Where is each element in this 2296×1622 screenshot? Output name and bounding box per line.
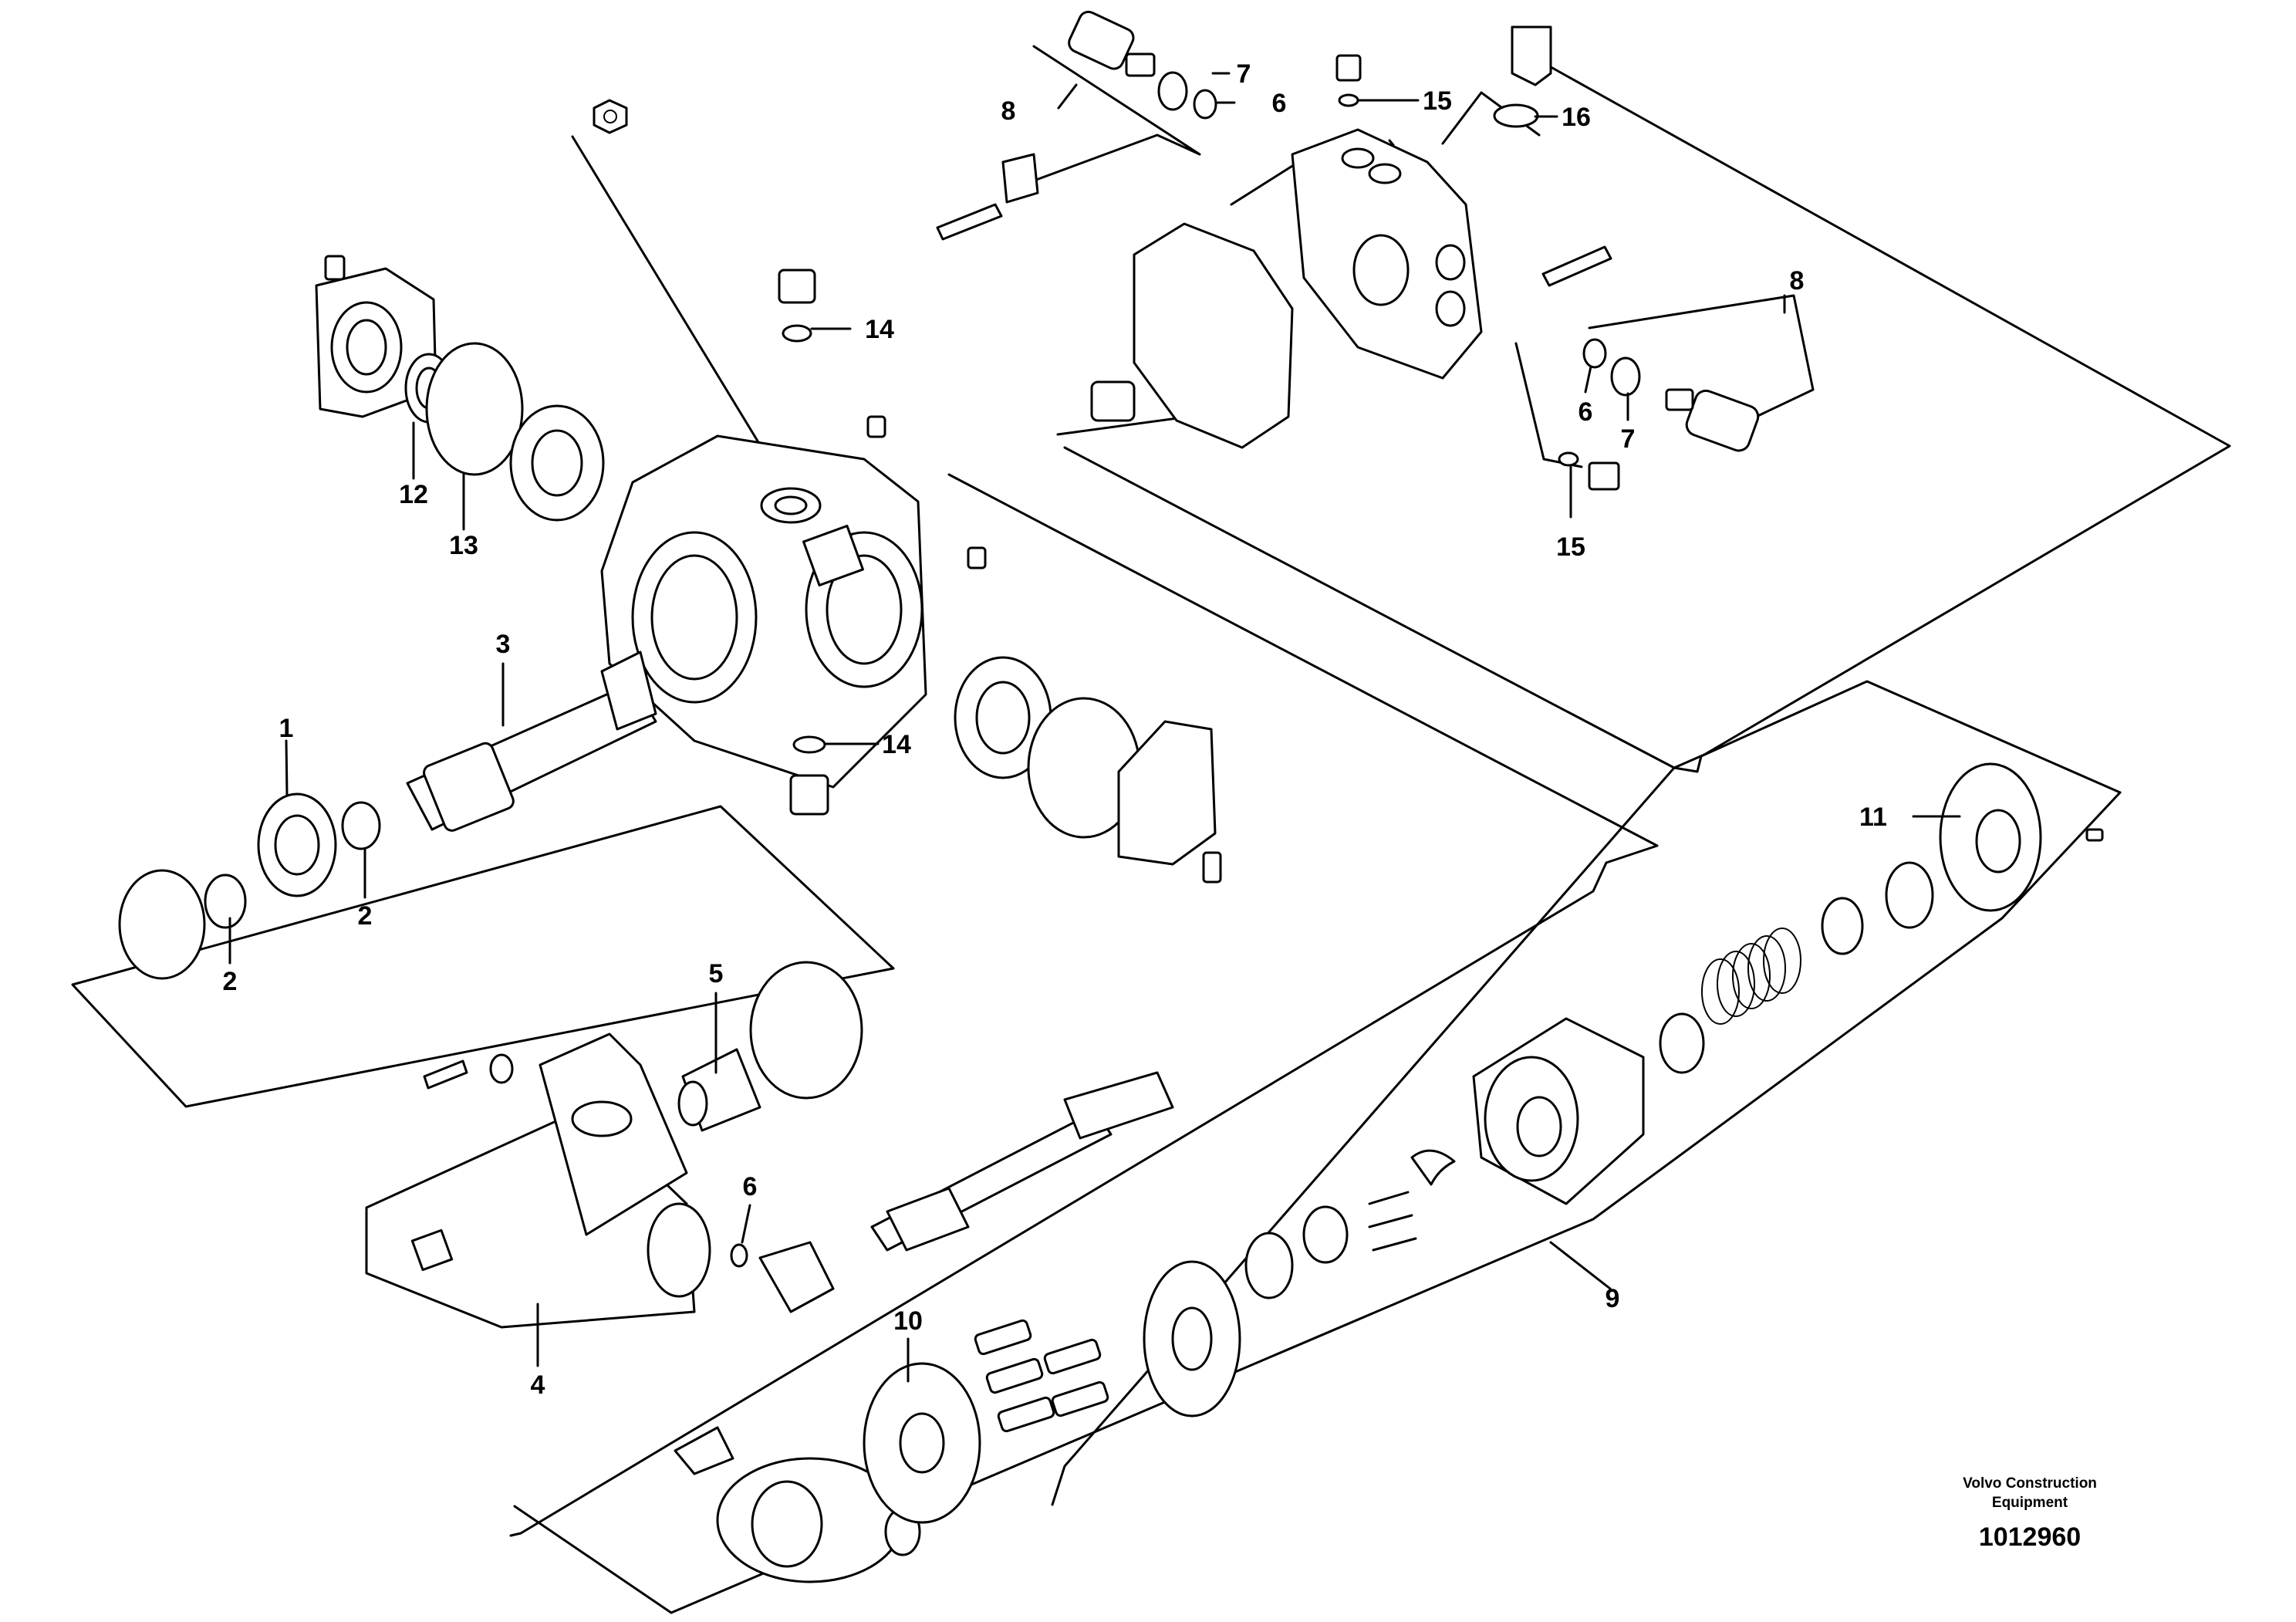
callout-6-servo: 6 (743, 1172, 758, 1201)
group-boundary-lines (71, 45, 2231, 1614)
spherical-bushing (1244, 1205, 1349, 1299)
servo-cylinder (365, 1032, 711, 1329)
callout-6-right: 6 (1578, 397, 1593, 427)
callout-3: 3 (496, 630, 511, 659)
hex-nut (593, 99, 628, 134)
valve-o-ring-7-top (1157, 71, 1188, 111)
thrust-plate (863, 1362, 981, 1524)
callout-6-top: 6 (1272, 89, 1287, 118)
bolt-right (1541, 245, 1612, 287)
valve-plate (1939, 762, 2042, 912)
block-seal (1659, 1012, 1705, 1074)
valve-plate-pin (2085, 828, 2104, 842)
flange-o-ring (425, 342, 524, 476)
elbow-fitting (1493, 25, 1552, 128)
endcap-group-outline (1051, 680, 2122, 1506)
dowel-pin-lower (967, 546, 987, 569)
plug-15-right (1588, 461, 1620, 491)
pins-set (1368, 1149, 1456, 1252)
swash-plate (674, 1426, 921, 1583)
front-bearing-top (509, 404, 605, 522)
credit-block: Volvo Construction Equipment 1012960 (1963, 1475, 2097, 1552)
callout-7-right: 7 (1621, 424, 1636, 454)
bearing-group-outline (71, 805, 895, 1108)
retainer-plate (1143, 1260, 1241, 1418)
callout-5: 5 (709, 959, 724, 988)
valve-sleeve (1090, 380, 1136, 422)
callout-8-top: 8 (1001, 96, 1016, 126)
callout-2-lower: 2 (223, 967, 238, 996)
leader-lines (228, 72, 1961, 1383)
rear-cover (1117, 720, 1222, 884)
callout-1: 1 (279, 714, 294, 743)
main-cylinder-group-outline (509, 473, 1659, 1537)
hose-assembly (730, 1071, 1174, 1313)
dowel-pin-upper (866, 415, 886, 438)
plug-leader-mid (1514, 342, 1583, 468)
callout-13: 13 (449, 531, 478, 560)
valve-o-ring-7-right (1610, 357, 1641, 397)
callout-11: 11 (1859, 803, 1887, 832)
seal-15-right (1558, 451, 1579, 467)
circlip-lower (204, 874, 247, 929)
document-number: 1012960 (1979, 1522, 2081, 1552)
bolt-upper-left (936, 153, 1039, 241)
servo-sleeve (677, 1048, 761, 1132)
callout-12: 12 (399, 480, 428, 509)
callout-7-top: 7 (1237, 59, 1251, 89)
callout-9: 9 (1606, 1284, 1620, 1313)
piston-set (974, 1319, 1109, 1433)
block-spring (1701, 928, 1801, 1025)
relief-valve-link-right (1588, 294, 1815, 435)
callout-4: 4 (531, 1370, 545, 1400)
callout-15-top: 15 (1423, 86, 1452, 116)
control-valve-block (1291, 128, 1483, 380)
rear-bearing (954, 656, 1052, 779)
spring-washer (1821, 897, 1864, 955)
drive-shaft (406, 650, 657, 832)
valve-block-gasket (1133, 222, 1294, 449)
callout-16: 16 (1562, 103, 1591, 132)
valve-block-outline (1063, 56, 2231, 769)
housing-plug-bottom (789, 735, 829, 816)
circlip-upper (341, 801, 381, 850)
shaft-bearing (257, 792, 337, 897)
callout-2-upper: 2 (358, 901, 373, 931)
credit-line-2: Equipment (1992, 1495, 2068, 1511)
relief-valve-link-upper (1017, 45, 1201, 198)
callout-10: 10 (893, 1306, 923, 1336)
valve-o-ring-6-top (1193, 89, 1217, 120)
cylinder-block (1472, 1017, 1645, 1205)
housing-plug-top (778, 269, 816, 343)
relief-valve-top (1068, 10, 1156, 77)
spring-ring (1885, 861, 1934, 929)
valve-o-ring-6-right (1582, 338, 1607, 369)
credit-line-1: Volvo Construction (1963, 1475, 2097, 1492)
retaining-ring (118, 869, 206, 980)
rotating-group-outline (513, 791, 2122, 1614)
callout-14-bottom: 14 (882, 730, 911, 759)
callout-labels: 1 2 2 3 4 5 6 6 6 7 7 8 8 9 10 11 12 13 … (223, 59, 1887, 1400)
callout-14-top: 14 (865, 315, 894, 344)
pump-housing (600, 434, 927, 789)
servo-o-ring (749, 961, 863, 1100)
seal-15-top (1338, 93, 1359, 107)
parts (118, 10, 2104, 1583)
callout-15-right: 15 (1556, 532, 1585, 562)
plug-15-top (1335, 54, 1362, 82)
relief-valve-right (1665, 388, 1760, 452)
callout-8-right: 8 (1790, 266, 1805, 296)
